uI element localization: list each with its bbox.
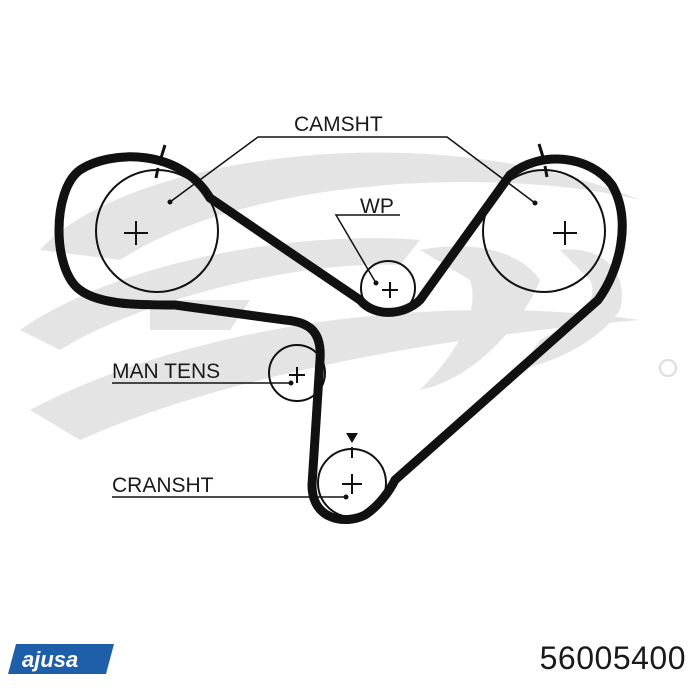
tensioner-centre-cross <box>289 367 305 383</box>
camshaft-leader-line <box>169 136 536 204</box>
crankshaft-centre-cross <box>342 474 362 494</box>
water-pump-leader-line <box>334 214 400 284</box>
tensioner-label: MAN TENS <box>112 360 220 383</box>
camshaft-right-mark-tick <box>543 165 549 178</box>
water-pump-label: WP <box>360 195 394 218</box>
ajusa-logo: ajusa <box>8 644 114 674</box>
camshaft-left-timing-mark <box>159 144 167 159</box>
camshaft-left-mark-tick <box>154 167 160 179</box>
water-pump-centre-cross <box>382 282 398 298</box>
crankshaft-label: CRANSHT <box>112 474 214 497</box>
camshaft-right-timing-mark <box>537 143 545 158</box>
timing-belt <box>54 152 627 525</box>
camshaft-left-centre-cross <box>124 221 148 245</box>
camshaft-label: CAMSHT <box>294 113 383 136</box>
part-number: 56005400 <box>539 640 686 676</box>
camshaft-right-centre-cross <box>553 221 577 245</box>
svg-text:ajusa: ajusa <box>22 647 78 672</box>
tensioner-pulley <box>268 344 326 402</box>
camshaft-pulley-right <box>482 169 606 293</box>
crankshaft-timing-mark <box>346 433 358 443</box>
